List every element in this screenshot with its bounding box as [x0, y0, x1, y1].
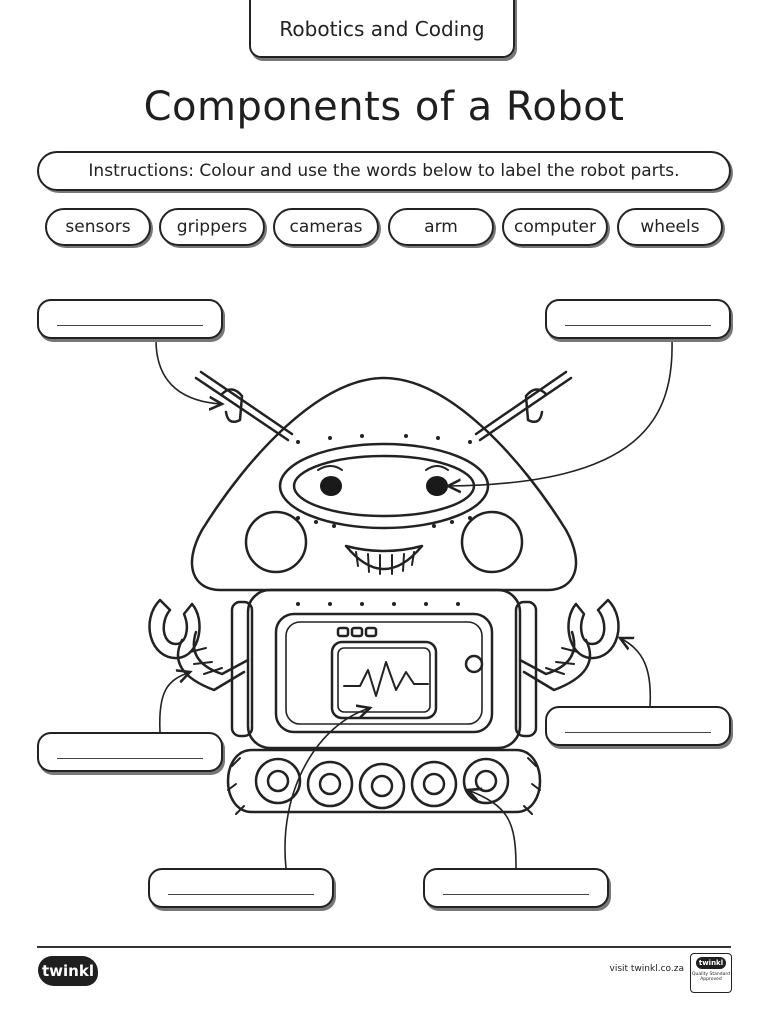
quality-badge: twinkl Quality Standard Approved [690, 953, 732, 993]
robot-cheek-left [244, 510, 308, 574]
twinkl-logo: twinkl [38, 956, 98, 986]
answer-box-middle-left[interactable] [37, 732, 223, 772]
robot-cheek-right [460, 510, 524, 574]
pointer-screen [284, 708, 370, 869]
answer-box-top-left[interactable] [37, 299, 223, 339]
instructions-text: Instructions: Colour and use the words b… [88, 161, 680, 181]
badge-text: Quality Standard Approved [692, 972, 730, 982]
answer-line [565, 732, 711, 733]
pointer-wheels [468, 790, 517, 869]
answer-line [443, 894, 589, 895]
topic-label: Robotics and Coding [279, 17, 485, 41]
page-title: Components of a Robot [143, 84, 625, 130]
answer-box-middle-right[interactable] [545, 706, 731, 746]
robot-arm-right [518, 598, 620, 692]
footer-rule [37, 946, 731, 948]
answer-box-top-right[interactable] [545, 299, 731, 339]
answer-line [57, 758, 203, 759]
answer-box-bottom-left[interactable] [148, 868, 334, 908]
robot-body [246, 588, 522, 750]
pointer-left-arm [158, 672, 190, 733]
answer-line [565, 325, 711, 326]
heartbeat-line [343, 661, 429, 697]
robot-mouth [344, 544, 424, 575]
word-wheels: wheels [617, 208, 723, 246]
answer-line [57, 325, 203, 326]
robot-tracks [226, 748, 542, 814]
antenna-left [194, 370, 294, 442]
answer-box-bottom-right[interactable] [423, 868, 609, 908]
instructions-box: Instructions: Colour and use the words b… [37, 151, 731, 191]
robot-wheels [254, 757, 510, 810]
pointer-eye [448, 339, 673, 486]
pointer-right-arm [620, 638, 652, 707]
word-computer: computer [502, 208, 608, 246]
answer-line [168, 894, 314, 895]
topic-tab: Robotics and Coding [249, 0, 515, 58]
word-cameras: cameras [273, 208, 379, 246]
badge-logo: twinkl [696, 957, 726, 969]
robot-visor [278, 442, 490, 530]
robot-eyes [320, 476, 448, 496]
pointer-antenna [155, 339, 222, 404]
word-grippers: grippers [159, 208, 265, 246]
computer-screen [330, 640, 438, 720]
word-sensors: sensors [45, 208, 151, 246]
word-arm: arm [388, 208, 494, 246]
computer-panel [274, 612, 494, 734]
antenna-right [474, 370, 573, 442]
footer-visit-text: visit twinkl.co.za [609, 964, 684, 974]
